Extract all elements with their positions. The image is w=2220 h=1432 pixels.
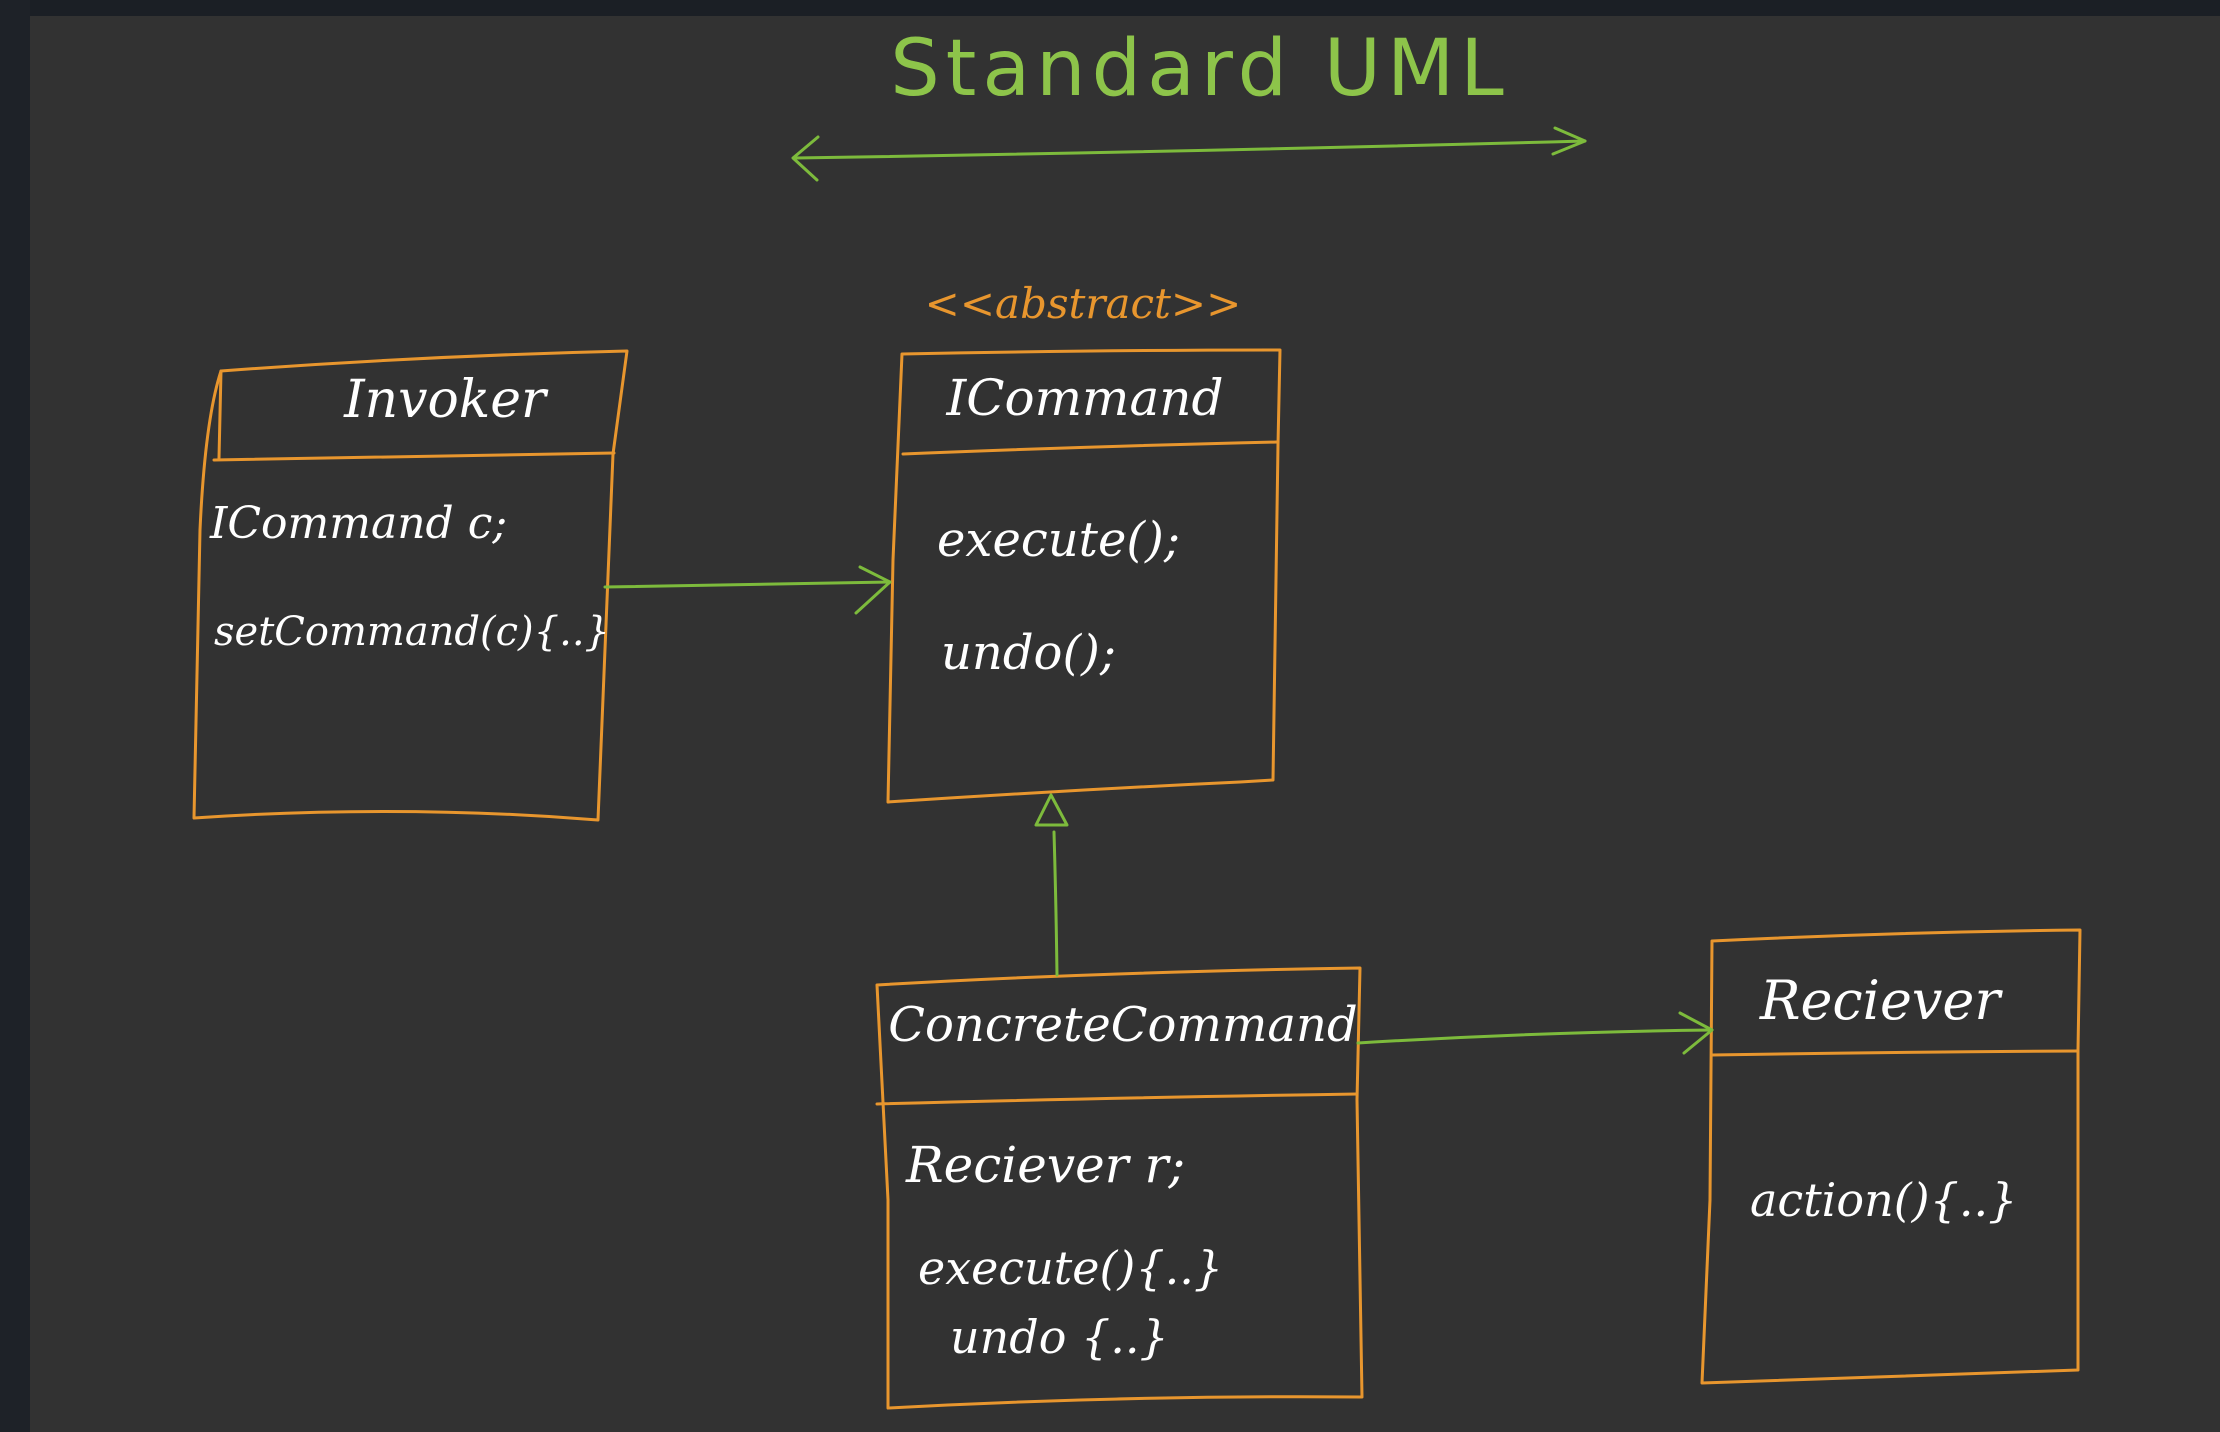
concrete-class-name: ConcreteCommand — [888, 997, 1357, 1053]
invoker-member-0: ICommand c; — [209, 498, 507, 549]
class-invoker: Invoker ICommand c; setCommand(c){..} — [192, 349, 629, 822]
association-arrow-concrete-receiver — [1356, 1011, 1714, 1055]
association-arrow-invoker-icommand — [603, 565, 892, 615]
icommand-member-0: execute(); — [937, 512, 1180, 568]
class-receiver: Reciever action(){..} — [1700, 928, 2082, 1385]
title-double-arrow — [791, 126, 1587, 182]
invoker-class-name: Invoker — [343, 370, 549, 430]
concrete-member-1: execute(){..} — [918, 1241, 1223, 1295]
receiver-class-name: Reciever — [1759, 969, 2004, 1032]
class-icommand: ICommand execute(); undo(); — [886, 348, 1282, 804]
window-left-bar — [0, 0, 30, 1432]
icommand-class-name: ICommand — [946, 369, 1224, 427]
icommand-member-1: undo(); — [941, 625, 1116, 681]
icommand-stereotype: <<abstract>> — [925, 279, 1242, 328]
receiver-member-0: action(){..} — [1750, 1173, 2017, 1227]
diagram-title: Standard UML — [890, 24, 1510, 114]
concrete-member-0: Reciever r; — [905, 1136, 1185, 1194]
invoker-member-1: setCommand(c){..} — [214, 609, 610, 655]
inheritance-arrow-concrete-icommand — [1034, 793, 1069, 977]
window-top-bar — [0, 0, 2220, 16]
class-concrete-command: ConcreteCommand Reciever r; execute(){..… — [875, 966, 1364, 1410]
concrete-member-2: undo {..} — [950, 1310, 1169, 1364]
